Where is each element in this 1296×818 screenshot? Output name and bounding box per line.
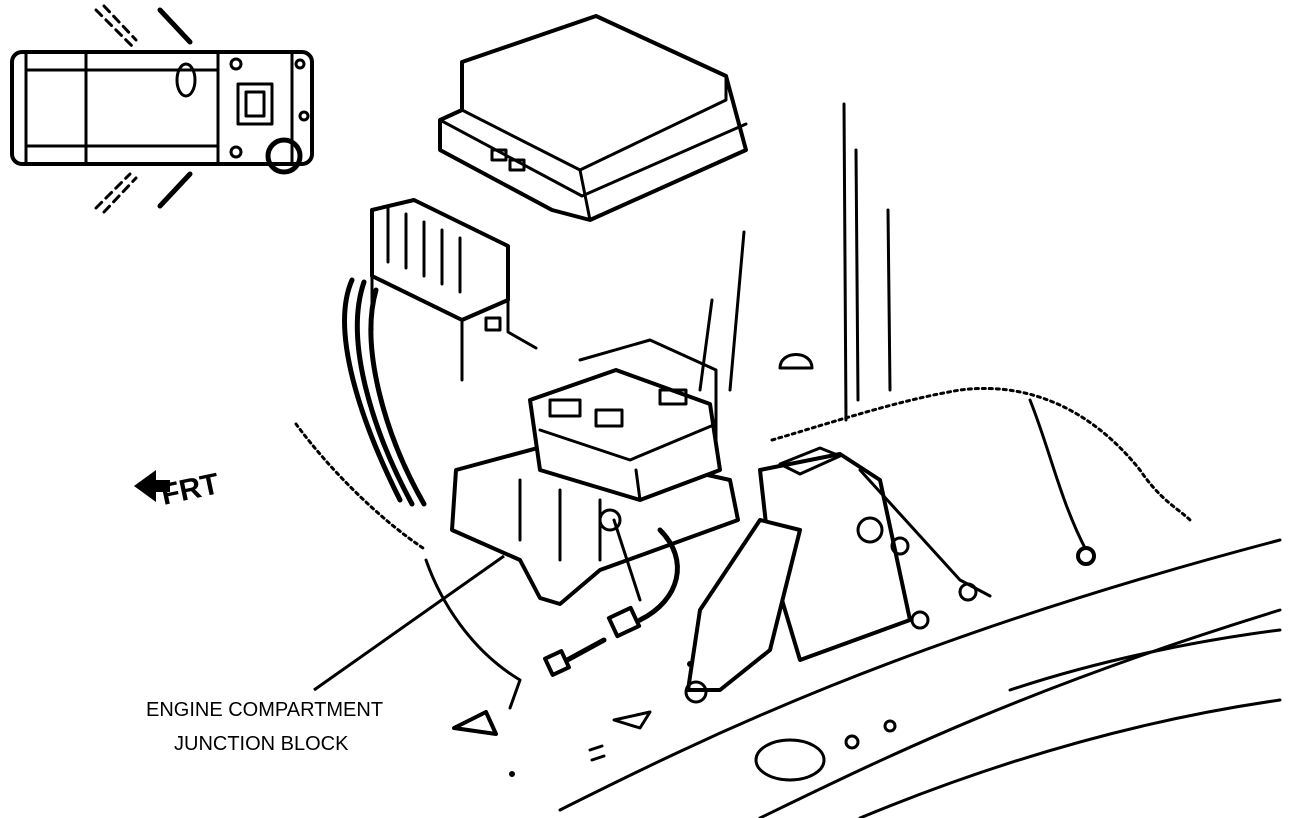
location-highlight-circle <box>265 137 303 175</box>
callout-label-line1: ENGINE COMPARTMENT <box>146 699 383 721</box>
mount-bracket <box>684 446 992 704</box>
engine-compartment-junction-block <box>450 338 740 606</box>
arrow-left-icon <box>134 470 170 502</box>
frame-rail <box>424 538 1282 818</box>
front-direction-label: FRT <box>158 467 222 511</box>
front-direction-indicator: FRT <box>134 467 222 512</box>
wire-harness-conduit-right <box>770 387 1192 566</box>
relay-cluster <box>370 198 538 382</box>
callout-leader-line <box>313 554 505 692</box>
bolt-and-ground-wire <box>543 518 680 677</box>
callout-label-line2: JUNCTION BLOCK <box>174 733 349 755</box>
wire-harness-left <box>294 277 428 552</box>
control-module-box <box>438 14 748 222</box>
vehicle-locator-inset <box>10 4 314 214</box>
body-structure-lines <box>698 102 892 422</box>
